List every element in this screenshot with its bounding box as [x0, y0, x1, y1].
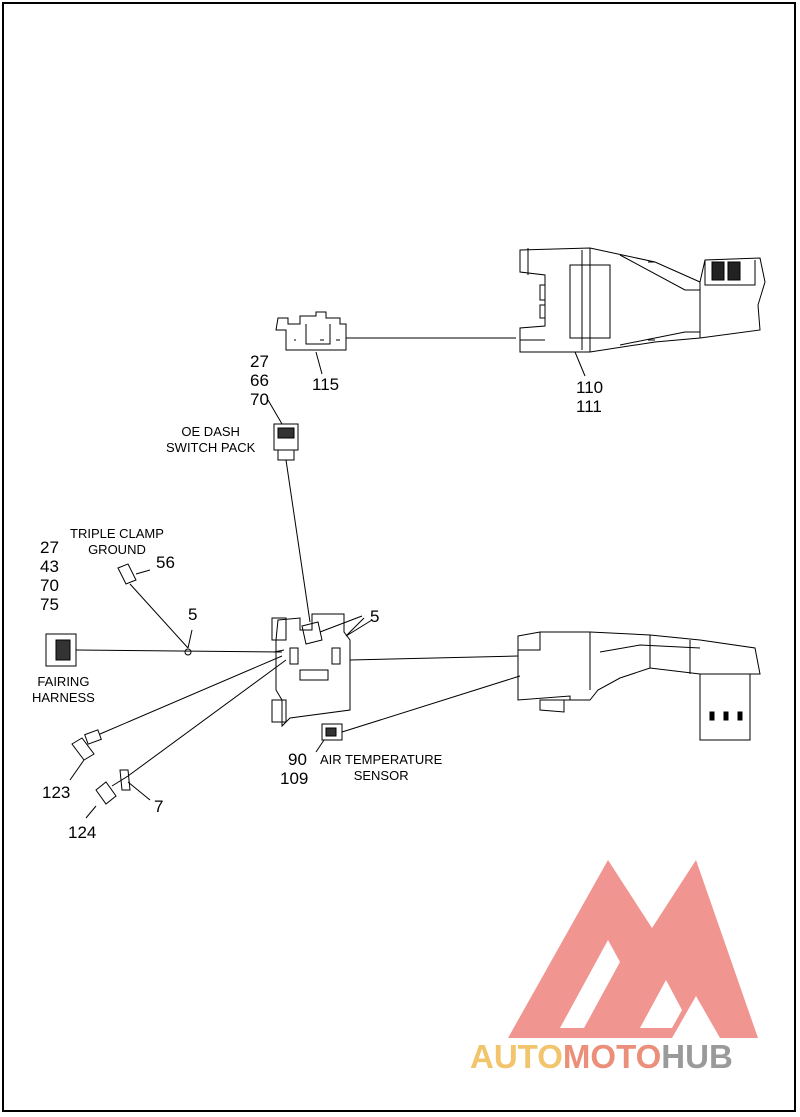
label-triple-clamp-line2: GROUND [88, 542, 146, 557]
callout-7: 7 [154, 797, 164, 816]
callout-5-left: 5 [188, 605, 198, 624]
callout-43: 43 [40, 557, 59, 576]
triple-clamp-ground-connector [117, 563, 189, 649]
label-fairing-line1: FAIRING [37, 674, 90, 689]
callout-70: 70 [250, 390, 269, 409]
oe-dash-connector [267, 399, 311, 623]
label-oe-dash-switch-pack: OE DASH SWITCH PACK [166, 424, 255, 456]
callout-123: 123 [42, 783, 71, 802]
callout-27b: 27 [40, 538, 59, 557]
central-mounting-plate [271, 613, 373, 728]
callout-66: 66 [250, 371, 269, 390]
connector-115 [275, 311, 516, 375]
callout-90: 90 [288, 750, 307, 769]
automotohub-watermark: AUTOMOTOHUB [470, 1038, 733, 1076]
label-fairing-line2: HARNESS [32, 690, 95, 705]
lower-mount-bracket [349, 631, 761, 741]
label-oe-dash-line2: SWITCH PACK [166, 440, 256, 455]
callout-70b: 70 [40, 576, 59, 595]
label-air-temperature-sensor: AIR TEMPERATURE SENSOR [320, 752, 442, 784]
air-temperature-sensor-connector [315, 675, 521, 753]
callout-109: 109 [280, 769, 309, 788]
label-triple-clamp-ground: TRIPLE CLAMP GROUND [70, 526, 164, 558]
watermark-moto: MOTO [562, 1038, 662, 1075]
label-air-temp-line1: AIR TEMPERATURE [320, 752, 443, 767]
callout-56: 56 [156, 553, 175, 572]
callout-27-43-70-75: 27 43 70 75 [40, 538, 59, 614]
label-triple-clamp-line1: TRIPLE CLAMP [70, 526, 164, 541]
connector-123 [69, 655, 283, 781]
callout-110: 110 [576, 378, 604, 397]
automotohub-logo-mark [508, 860, 758, 1038]
label-air-temp-line2: SENSOR [353, 768, 409, 783]
callout-75: 75 [40, 595, 59, 614]
label-fairing-harness: FAIRING HARNESS [32, 674, 95, 706]
callout-27: 27 [250, 352, 269, 371]
callout-110-111: 110 111 [576, 378, 603, 416]
callout-27-66-70: 27 66 70 [250, 352, 269, 409]
fairing-harness-connector [45, 629, 283, 667]
callout-111: 111 [576, 397, 602, 416]
callout-5-right: 5 [370, 607, 380, 626]
callout-90-109: 90 109 [280, 750, 308, 788]
connector-124 [85, 659, 287, 819]
label-oe-dash-line1: OE DASH [181, 424, 240, 439]
watermark-auto: AUTO [470, 1038, 563, 1075]
callout-124: 124 [68, 823, 97, 842]
upper-mount-bracket [519, 247, 766, 353]
callout-115: 115 [312, 375, 340, 394]
watermark-hub: HUB [661, 1038, 733, 1075]
